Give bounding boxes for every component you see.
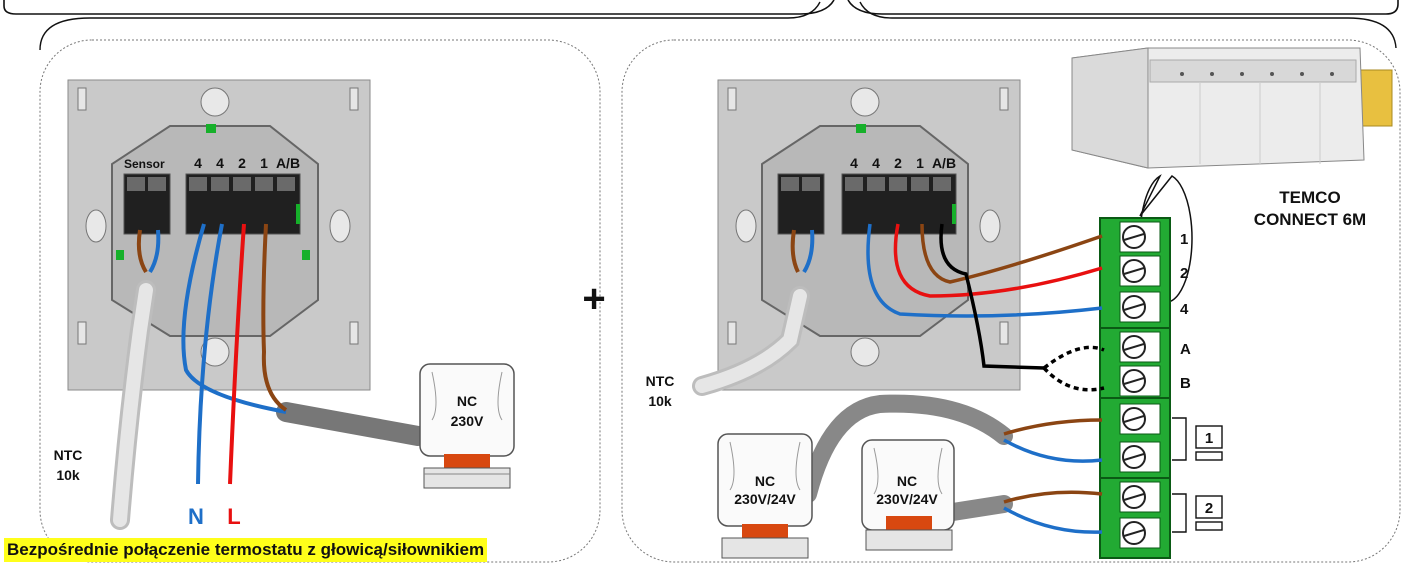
right-actuator-1 <box>717 433 813 559</box>
right-terminal-label: 4 <box>850 155 858 171</box>
left-terminal-label-ab: A/B <box>276 155 300 171</box>
right-ntc-wire-brown <box>790 229 800 273</box>
left-frame-arc <box>39 1 821 51</box>
wire-terminal-4-blue <box>866 223 1103 318</box>
module-model: CONNECT 6M <box>1254 210 1366 229</box>
actuator-1-type: NC <box>755 473 775 489</box>
live-label: L <box>227 504 240 529</box>
left-actuator-type: NC <box>457 393 477 409</box>
module-terminal-label: 1 <box>1180 231 1188 248</box>
wire-terminal-1-brown <box>920 223 1103 284</box>
module-terminal-label: B <box>1180 375 1191 392</box>
wire-terminal-2-red <box>893 223 1103 298</box>
zone-2-label: 2 <box>1205 500 1213 517</box>
right-actuator-2 <box>861 439 955 551</box>
left-actuator-cable <box>276 402 428 446</box>
left-terminal-label: 1 <box>260 155 268 171</box>
zone-1-marker <box>1172 417 1223 461</box>
module-name: TEMCO <box>1279 188 1340 207</box>
live-wire <box>228 223 246 485</box>
right-terminal-label: 4 <box>872 155 880 171</box>
left-actuator <box>419 363 515 489</box>
left-terminal-label: 4 <box>194 155 202 171</box>
module-terminal-label: 4 <box>1180 301 1189 318</box>
left-panel-frame <box>39 39 601 563</box>
left-ntc-wire-brown <box>136 229 148 274</box>
actuator-1-cable <box>799 394 1013 503</box>
module-terminal-block <box>1099 217 1171 559</box>
ab-link-a <box>1042 345 1105 370</box>
right-terminal-label: 1 <box>916 155 924 171</box>
zone-2-wire-brown <box>1003 490 1103 504</box>
ab-link-b <box>1042 366 1105 392</box>
neutral-label: N <box>188 504 204 529</box>
right-top-bracket <box>847 0 1399 15</box>
zone-1-label: 1 <box>1205 430 1213 447</box>
actuator-2-voltage: 230V/24V <box>876 491 938 507</box>
right-ntc-wire-blue <box>802 229 815 274</box>
neutral-wire <box>196 223 224 485</box>
zone-2-wire-blue <box>1003 506 1103 534</box>
sensor-label: Sensor <box>124 157 165 171</box>
left-ntc-wire-blue <box>148 229 161 274</box>
left-actuator-wire-blue <box>181 223 287 414</box>
right-ntc-label: NTC <box>646 373 675 389</box>
actuator-1-voltage: 230V/24V <box>734 491 796 507</box>
right-terminal-label: 2 <box>894 155 902 171</box>
zone-1-wire-blue <box>1003 438 1103 463</box>
plus-sign: + <box>582 277 605 321</box>
wire-ab-black <box>939 223 1045 370</box>
right-terminal-label-ab: A/B <box>932 155 956 171</box>
left-top-bracket <box>3 0 835 15</box>
zone-1-wire-brown <box>1003 418 1103 436</box>
right-frame-arc <box>859 1 1397 49</box>
right-ntc-value: 10k <box>648 393 672 409</box>
left-ntc-label: NTC <box>54 447 83 463</box>
left-terminal-label: 4 <box>216 155 224 171</box>
left-actuator-wire-brown <box>261 223 288 412</box>
zone-2-marker <box>1172 493 1223 533</box>
left-actuator-voltage: 230V <box>451 413 484 429</box>
module-terminal-label: 2 <box>1180 265 1188 282</box>
actuator-2-type: NC <box>897 473 917 489</box>
temco-module-image <box>1071 47 1393 169</box>
diagram-caption: Bezpośrednie połączenie termostatu z gło… <box>4 538 488 562</box>
right-panel-frame <box>621 39 1401 563</box>
module-terminal-label: A <box>1180 341 1191 358</box>
left-ntc-value: 10k <box>56 467 80 483</box>
left-terminal-label: 2 <box>238 155 246 171</box>
